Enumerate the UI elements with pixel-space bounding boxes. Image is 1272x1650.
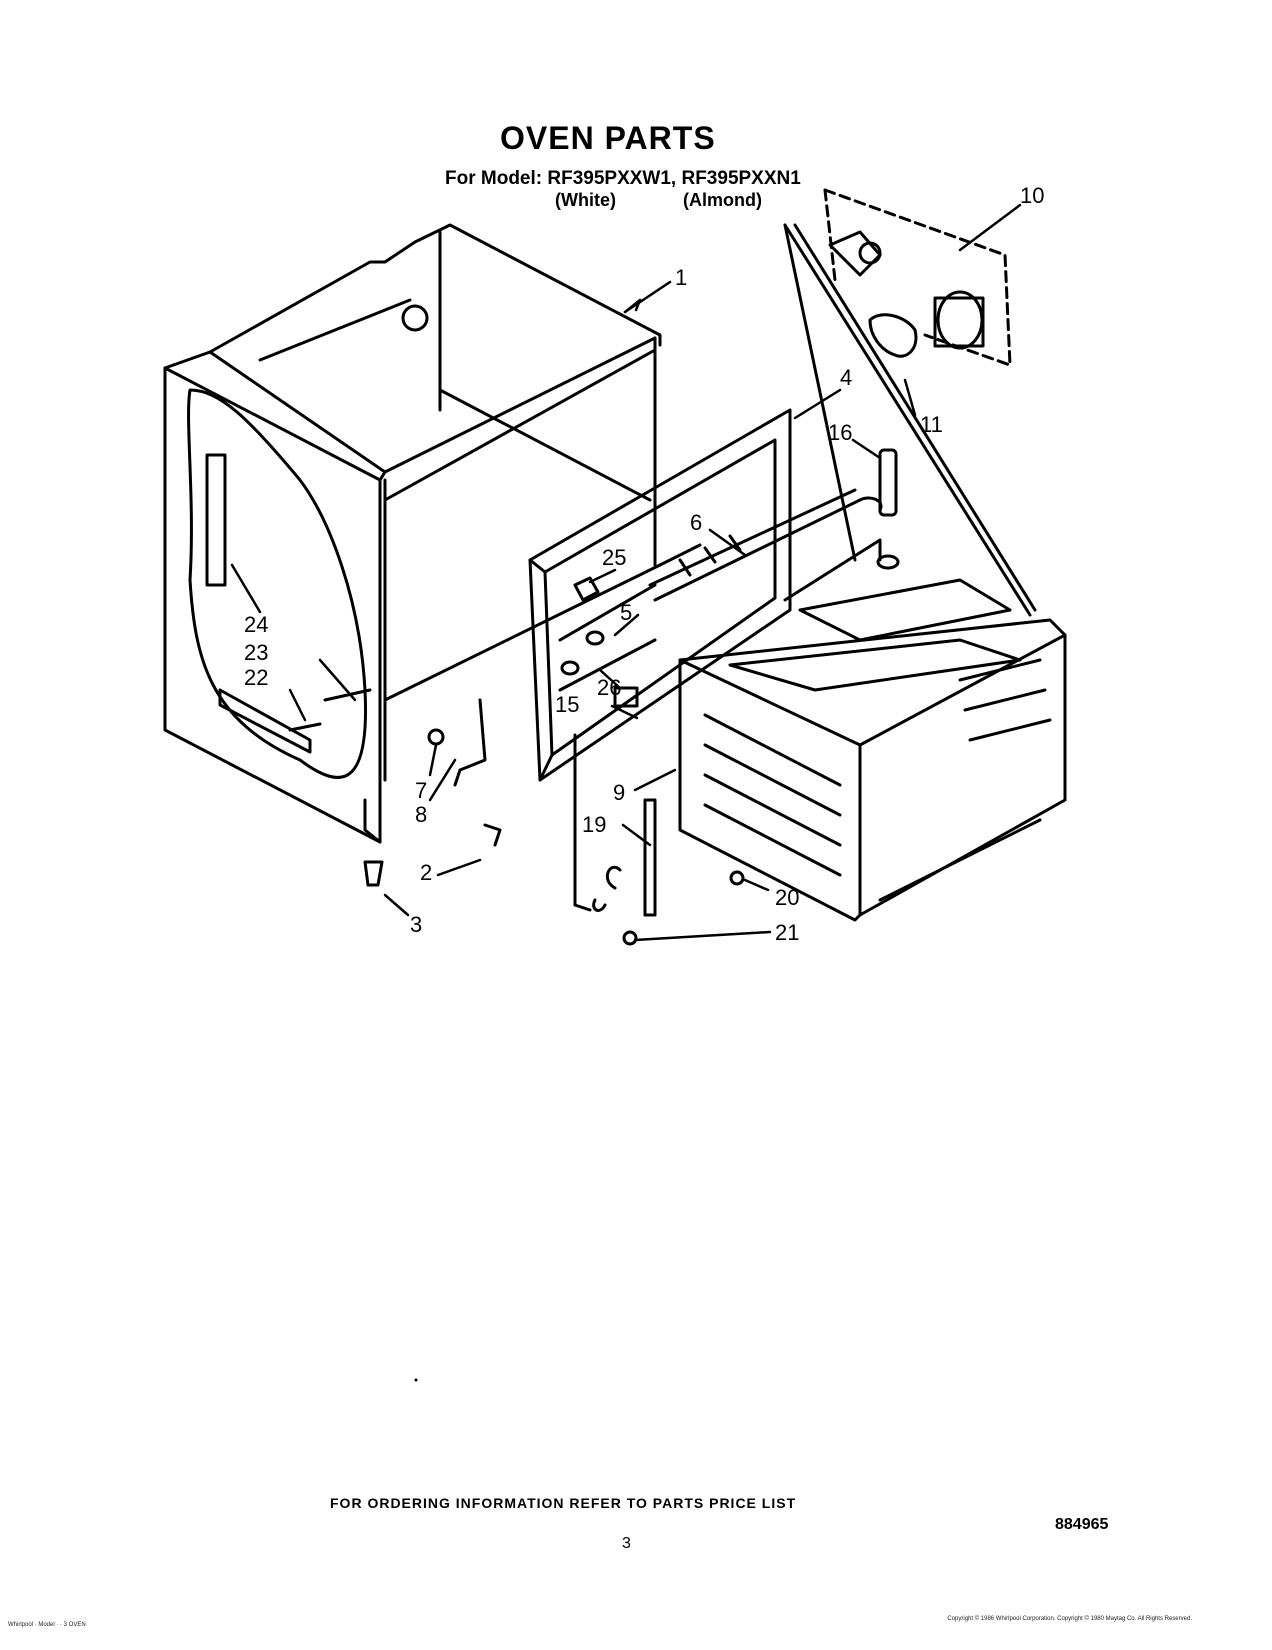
callout-labels: 1 2 3 4 5 6 7 8 9 10 11 15 16 19 20 21 2… <box>244 183 1044 945</box>
callout-2: 2 <box>420 860 432 885</box>
callout-4: 4 <box>840 365 852 390</box>
callout-5: 5 <box>620 600 632 625</box>
oven-light-assembly <box>783 188 1037 617</box>
oven-cavity <box>678 538 1067 922</box>
callout-20: 20 <box>775 885 799 910</box>
callout-24: 24 <box>244 612 268 637</box>
callout-7: 7 <box>415 778 427 803</box>
ordering-note: FOR ORDERING INFORMATION REFER TO PARTS … <box>330 1495 797 1511</box>
variant-white: (White) <box>555 190 616 210</box>
oven-chassis <box>163 223 702 844</box>
small-hardware <box>288 448 900 946</box>
callout-1: 1 <box>675 265 687 290</box>
callout-21: 21 <box>775 920 799 945</box>
callout-16: 16 <box>828 420 852 445</box>
callout-6: 6 <box>690 510 702 535</box>
imprint-text: Whirlpool · Model · · 3 OVEN <box>8 1622 86 1628</box>
copyright-text: Copyright © 1986 Whirlpool Corporation. … <box>947 1616 1192 1622</box>
bake-element <box>648 488 883 602</box>
speck <box>414 1378 418 1382</box>
callout-26: 26 <box>597 675 621 700</box>
document-id: 884965 <box>1055 1516 1109 1533</box>
callout-9: 9 <box>613 780 625 805</box>
leader-arrows <box>230 203 1022 942</box>
callout-8: 8 <box>415 802 427 827</box>
callout-23: 23 <box>244 640 268 665</box>
callout-22: 22 <box>244 665 268 690</box>
callout-15: 15 <box>555 692 579 717</box>
callout-19: 19 <box>582 812 606 837</box>
front-frame <box>528 408 792 782</box>
page-title: OVEN PARTS <box>500 120 716 156</box>
model-line: For Model: RF395PXXW1, RF395PXXN1 <box>445 168 801 189</box>
callout-3: 3 <box>410 912 422 937</box>
callout-11: 11 <box>920 412 943 437</box>
callout-25: 25 <box>602 545 626 570</box>
callout-10: 10 <box>1020 183 1044 208</box>
variant-almond: (Almond) <box>683 190 762 210</box>
page-number: 3 <box>622 1535 631 1552</box>
